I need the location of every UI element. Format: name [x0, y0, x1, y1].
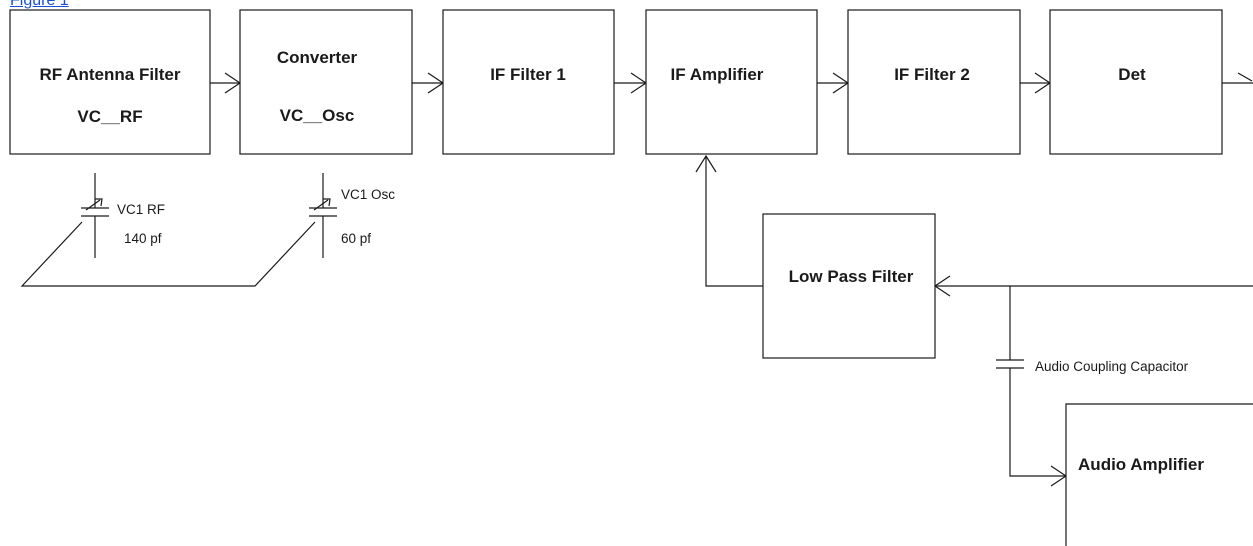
audio-amplifier-label: Audio Amplifier — [1078, 455, 1204, 474]
block-rf-antenna-filter: RF Antenna Filter VC__RF — [9, 9, 211, 155]
if-amplifier-label: IF Amplifier — [671, 65, 764, 84]
vc1-osc-name: VC1 Osc — [341, 187, 395, 202]
coupling-capacitor-label: Audio Coupling Capacitor — [1035, 359, 1189, 374]
block-if-filter-2: IF Filter 2 — [847, 9, 1021, 155]
vc1-rf-capacitor — [81, 173, 109, 258]
block-detector: Det — [1049, 9, 1223, 155]
block-converter: Converter VC__Osc — [239, 9, 413, 155]
block-audio-amplifier: Audio Amplifier — [1065, 403, 1253, 546]
rf-filter-label-line1: RF Antenna Filter — [39, 65, 180, 84]
if-filter-1-label: IF Filter 1 — [490, 65, 566, 84]
if-filter-2-label: IF Filter 2 — [894, 65, 970, 84]
audio-branch — [996, 286, 1068, 487]
converter-label-line2: VC__Osc — [280, 106, 355, 125]
block-if-amplifier: IF Amplifier — [645, 9, 818, 155]
vc1-rf-name: VC1 RF — [117, 202, 165, 217]
vc1-osc-capacitor — [309, 173, 337, 258]
figure-link[interactable]: Figure 1 — [10, 0, 69, 9]
detector-label: Det — [1118, 65, 1146, 84]
block-low-pass-filter: Low Pass Filter — [762, 213, 936, 359]
vc1-osc-value: 60 pf — [341, 231, 371, 246]
gang-mechanical-link — [20, 221, 316, 287]
low-pass-filter-label: Low Pass Filter — [789, 267, 914, 286]
vc1-rf-value: 140 pf — [124, 231, 162, 246]
rf-filter-label-line2: VC__RF — [77, 107, 142, 126]
block-if-filter-1: IF Filter 1 — [442, 9, 615, 155]
converter-label-line1: Converter — [277, 48, 358, 67]
